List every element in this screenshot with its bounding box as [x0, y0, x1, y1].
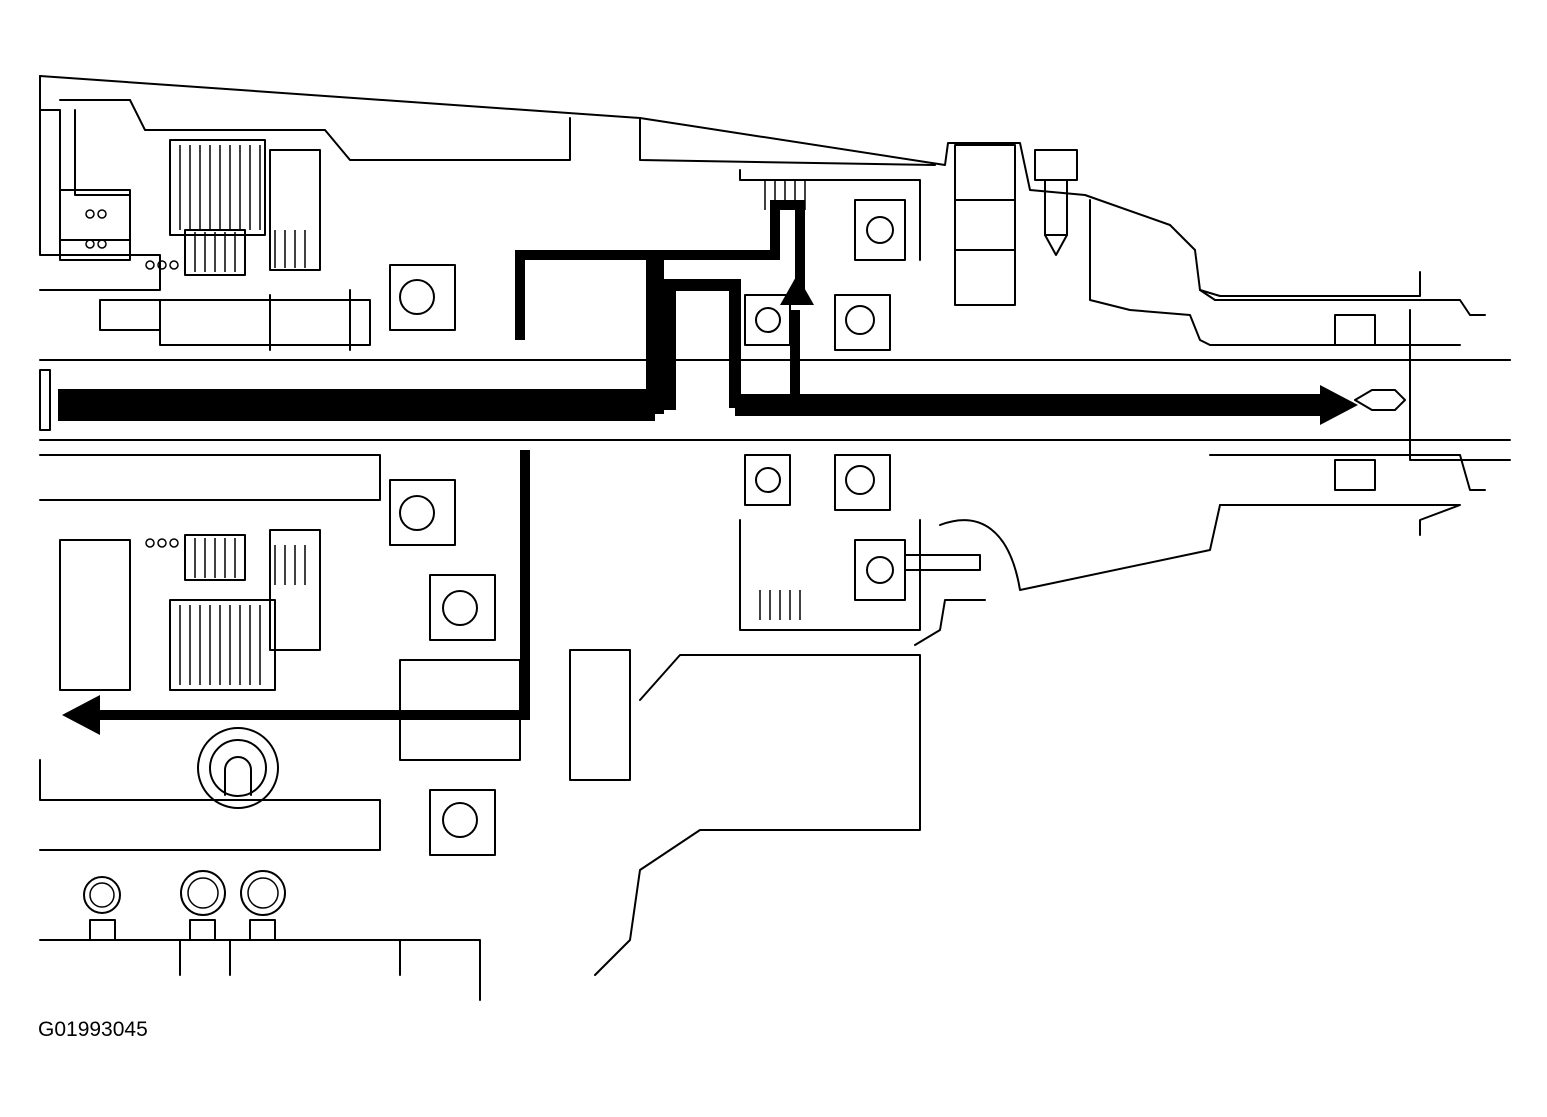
- upper-clutch-pack: [39, 109, 371, 351]
- power-flow-paths: [58, 200, 1358, 735]
- center-bearings: [389, 264, 496, 856]
- extension-housing-lower: [939, 314, 1511, 591]
- transmission-case-outline: [39, 75, 1511, 361]
- case-bolt: [954, 144, 1078, 306]
- figure-identifier: G01993045: [38, 1018, 148, 1041]
- upward-arrowhead: [780, 275, 814, 305]
- lower-valve-body: [39, 599, 986, 1001]
- lower-clutch-pack: [39, 454, 381, 691]
- main-shaft: [39, 359, 1511, 441]
- left-arrowhead: [62, 695, 100, 735]
- output-arrowhead: [1320, 385, 1358, 425]
- output-bearings: [739, 169, 981, 631]
